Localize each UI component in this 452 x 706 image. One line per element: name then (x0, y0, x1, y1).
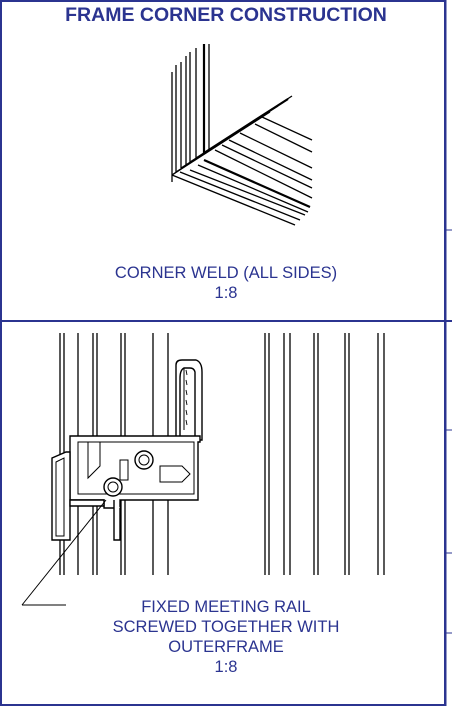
corner-weld-drawing (171, 44, 313, 226)
meeting-rail-scale: 1:8 (214, 658, 238, 676)
meeting-rail-line-2: SCREWED TOGETHER WITH (112, 618, 340, 636)
drawing-title: FRAME CORNER CONSTRUCTION (65, 4, 387, 26)
meeting-rail-caption: FIXED MEETING RAIL SCREWED TOGETHER WITH… (0, 597, 452, 677)
corner-weld-label: CORNER WELD (ALL SIDES) (114, 264, 338, 282)
meeting-rail-line-3: OUTERFRAME (168, 638, 284, 656)
callout-leader (21, 499, 107, 606)
rail-profile (51, 359, 203, 541)
corner-weld-caption: CORNER WELD (ALL SIDES) 1:8 (0, 263, 452, 303)
meeting-rail-line-1: FIXED MEETING RAIL (141, 598, 311, 616)
corner-weld-scale: 1:8 (214, 284, 238, 302)
